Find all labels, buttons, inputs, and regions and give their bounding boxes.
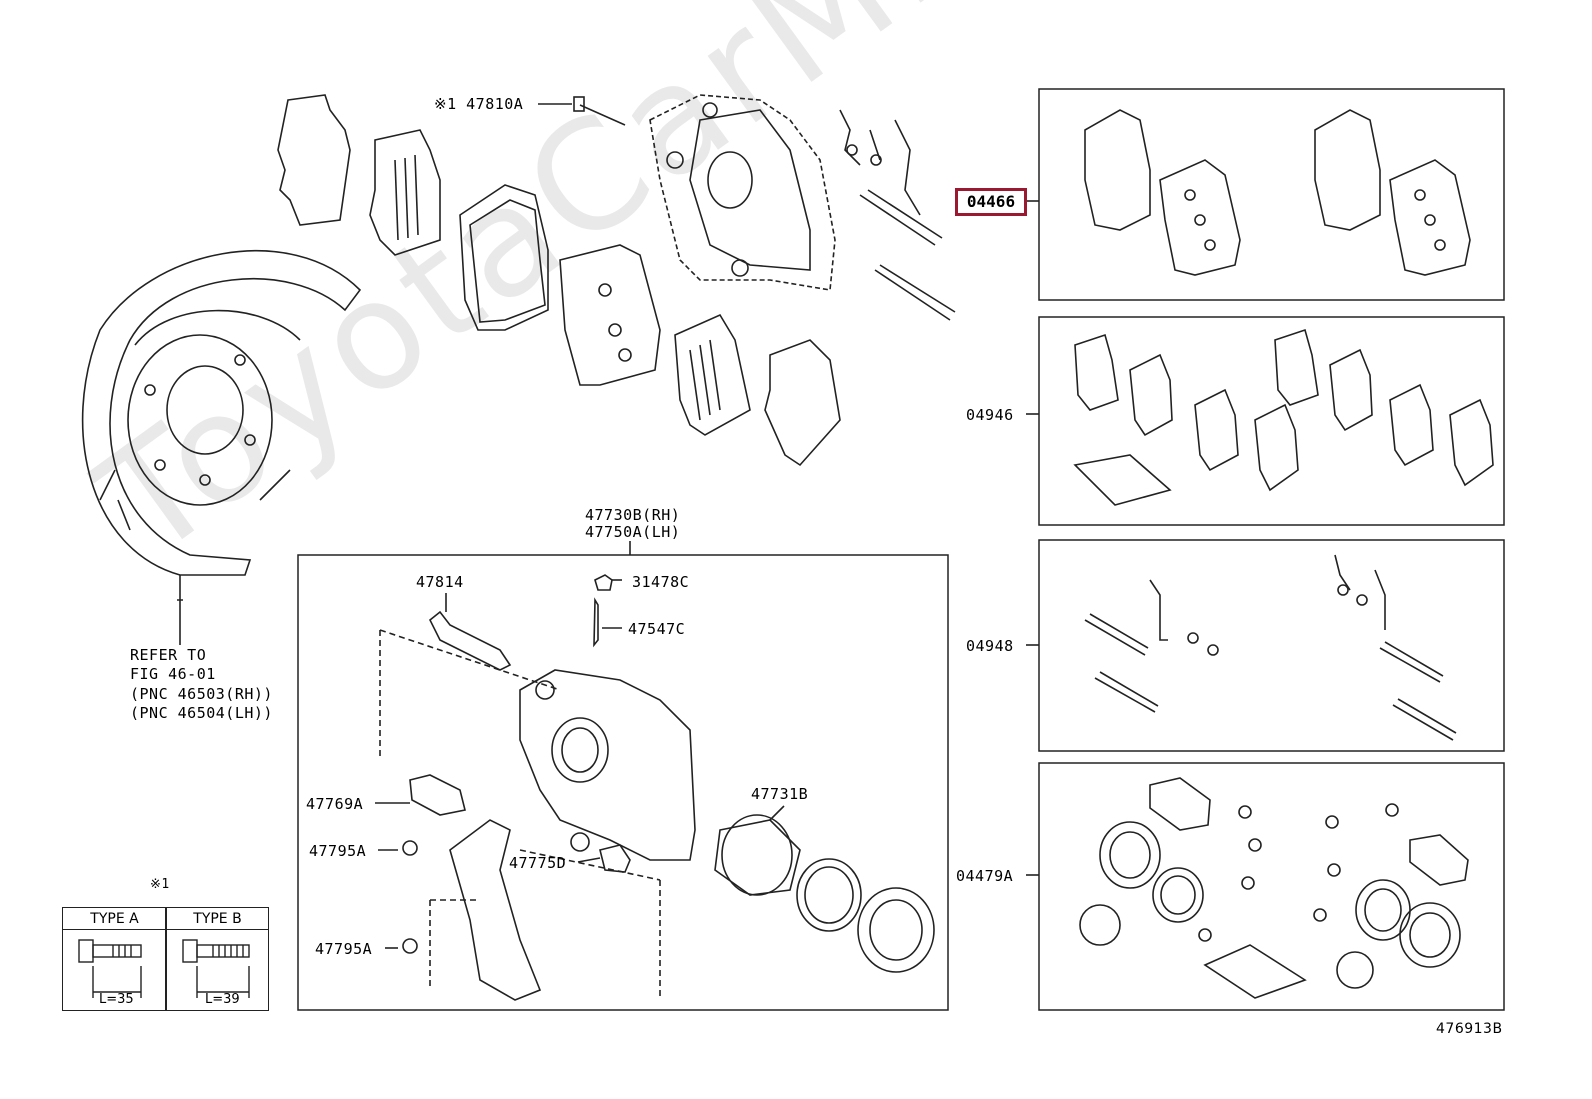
caliper-assembly-box: [297, 554, 949, 1011]
dust-shield-drawing: [81, 250, 362, 645]
part-label-47547C[interactable]: 47547C: [628, 620, 686, 638]
bolt-drawings: [78, 939, 250, 998]
caliper-assembly-drawing: [379, 574, 935, 1001]
reference-line-2[interactable]: FIG 46-01: [130, 665, 216, 683]
part-label-47814[interactable]: 47814: [416, 573, 464, 591]
type-b-bolt-shank: [196, 944, 250, 958]
type-a-header: TYPE A: [63, 908, 166, 930]
part-label-47750A[interactable]: 47750A(LH): [585, 523, 681, 541]
leader-lines: [375, 103, 1039, 949]
part-label-47731B[interactable]: 47731B: [751, 785, 809, 803]
part-label-47795A-2[interactable]: 47795A: [315, 940, 373, 958]
bolt-type-table: TYPE A TYPE B L=35 L=39: [62, 907, 269, 1011]
type-a-length: L=35: [99, 992, 134, 1007]
kit-04946-drawing: [1073, 328, 1494, 506]
kit-04948-drawing: [1084, 554, 1457, 741]
type-a-bolt-head: [78, 939, 94, 963]
note-mark: ※1: [150, 877, 170, 892]
part-label-47795A-1[interactable]: 47795A: [309, 842, 367, 860]
part-label-47810A[interactable]: ※1 47810A: [434, 95, 524, 113]
upper-caliper: [573, 94, 956, 321]
reference-line-3: (PNC 46503(RH)): [130, 685, 273, 703]
kit-04479A-drawing: [1079, 777, 1469, 999]
kit-box-04946: [1038, 316, 1505, 526]
part-label-47769A[interactable]: 47769A: [306, 795, 364, 813]
part-label-31478C[interactable]: 31478C: [632, 573, 690, 591]
table-divider: [165, 908, 167, 1010]
type-b-header: TYPE B: [166, 908, 269, 930]
kit-label-04479A[interactable]: 04479A: [956, 867, 1014, 885]
upper-shims-pads: [277, 94, 841, 467]
part-label-47730B[interactable]: 47730B(RH): [585, 506, 681, 524]
part-label-47775D[interactable]: 47775D: [509, 854, 567, 872]
kit-label-04946[interactable]: 04946: [966, 406, 1014, 424]
kit-label-04948[interactable]: 04948: [966, 637, 1014, 655]
type-b-length: L=39: [205, 992, 240, 1007]
diagram-id: 476913B: [1436, 1021, 1503, 1037]
reference-line-4: (PNC 46504(LH)): [130, 704, 273, 722]
reference-line-1: REFER TO: [130, 646, 207, 664]
type-a-bolt-shank: [92, 944, 142, 958]
kit-label-04466-highlighted[interactable]: 04466: [955, 188, 1027, 216]
kit-box-04479A: [1038, 762, 1505, 1011]
type-b-bolt-head: [182, 939, 198, 963]
kit-box-04466: [1038, 88, 1505, 301]
kit-04466-drawing: [1084, 109, 1471, 276]
